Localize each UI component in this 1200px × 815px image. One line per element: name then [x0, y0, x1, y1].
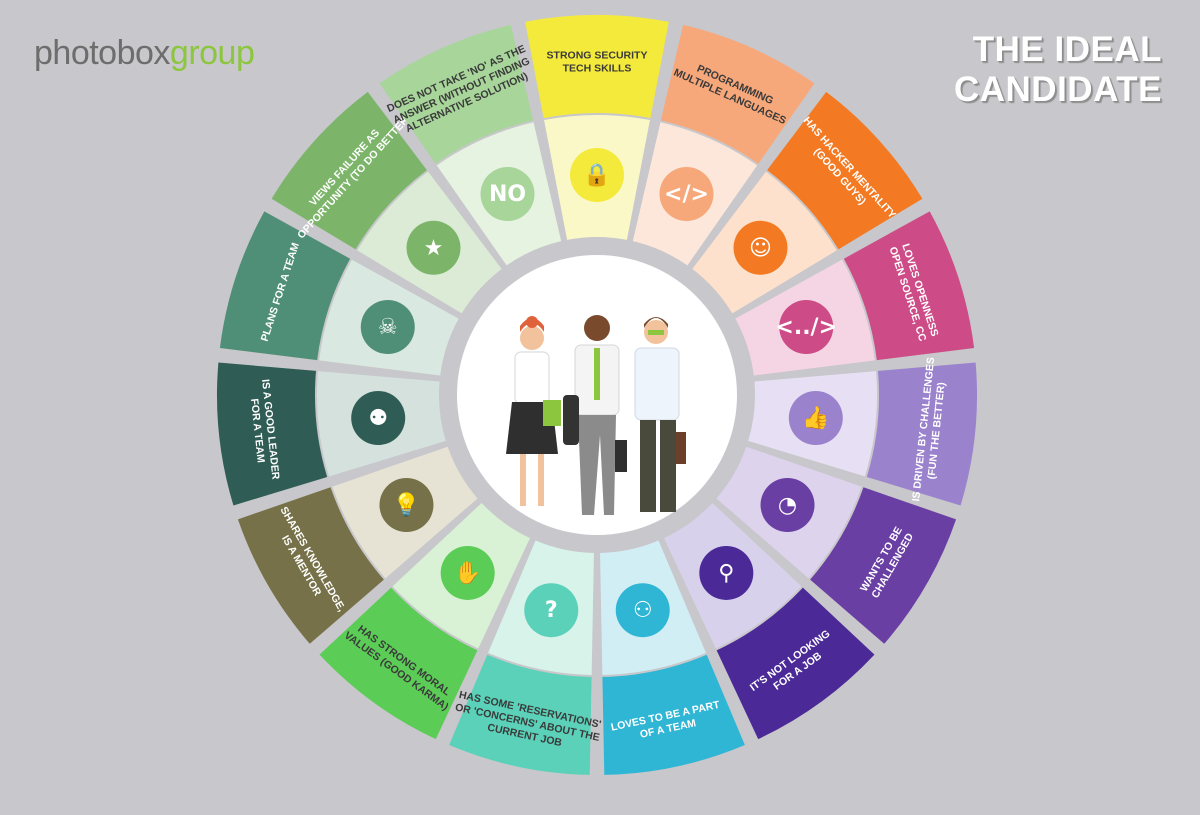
- segment-outer-band: [237, 487, 384, 644]
- segment-outer-band: [271, 91, 427, 250]
- svg-text:☺: ☺: [749, 236, 772, 261]
- title-line-2: CANDIDATE: [953, 70, 1162, 109]
- wheel-segment: ☺HAS HACKER MENTALITY(GOOD GUYS): [692, 91, 923, 314]
- lock-icon: 🔒: [570, 148, 624, 202]
- ghost-icon: ☺: [733, 220, 788, 275]
- svg-text:⚲: ⚲: [718, 561, 734, 586]
- segment-outer-band: [866, 362, 978, 506]
- svg-text:✋: ✋: [454, 560, 481, 586]
- wheel-segment: ☠PLANS FOR A TEAM: [219, 211, 459, 376]
- man-right-figure: [634, 317, 686, 512]
- svg-text:🔒: 🔒: [583, 163, 610, 188]
- svg-text:<../>: <../>: [775, 315, 837, 340]
- svg-text:⚉: ⚉: [368, 406, 388, 431]
- code-tag-icon: <../>: [775, 300, 837, 355]
- man-center-figure: [563, 315, 627, 515]
- wheel-segment: 💡SHARES KNOWLEDGE,IS A MENTOR: [237, 446, 478, 644]
- segment-label-line: TECH SKILLS: [563, 63, 632, 75]
- segment-outer-band: [449, 654, 592, 775]
- title-line-1: THE IDEAL: [972, 30, 1162, 69]
- wheel-segment: </>PROGRAMMINGMULTIPLE LANGUAGES: [632, 24, 815, 266]
- segment-outer-band: [217, 362, 328, 506]
- wheel-segment: 👍IS DRIVEN BY CHALLENGES(FUN THE BETTER): [748, 357, 978, 506]
- logo-text-group: group: [169, 34, 255, 72]
- people-icon: ⚉: [351, 390, 406, 445]
- wheel-segment: ⚲IT'S NOT LOOKINGFOR A JOB: [664, 502, 875, 740]
- segment-outer-band: [379, 24, 534, 164]
- lightbulb-icon: 💡: [379, 478, 434, 532]
- team-icon: ⚇: [615, 583, 670, 638]
- page-title: THE IDEAL CANDIDATE: [954, 30, 1162, 110]
- segment-outer-band: [810, 487, 957, 644]
- svg-text:?: ?: [545, 598, 558, 623]
- woman-figure: [506, 316, 561, 506]
- svg-text:👍: 👍: [802, 405, 829, 431]
- search-icon: ⚲: [699, 545, 754, 600]
- hand-icon: ✋: [440, 545, 495, 600]
- question-icon: ?: [524, 583, 579, 638]
- segment-outer-band: [219, 211, 351, 361]
- wheel-segment: <../>LOVES OPENNESSOPEN SOURCE, CC: [735, 211, 975, 376]
- segment-outer-band: [319, 587, 478, 740]
- logo-text-photobox: photobox: [34, 34, 170, 72]
- no-icon: NO: [480, 167, 535, 222]
- whistle-icon: ◔: [760, 478, 815, 532]
- svg-text:</>: </>: [664, 182, 709, 207]
- segment-outer-band: [660, 24, 815, 164]
- wheel-segment: ?HAS SOME 'RESERVATIONS'OR 'CONCERNS' AB…: [449, 540, 602, 775]
- thumbs-up-icon: 👍: [788, 390, 843, 445]
- photobox-logo: photoboxgroup: [34, 34, 255, 73]
- segment-outer-band: [843, 211, 975, 361]
- svg-text:⚇: ⚇: [633, 598, 653, 623]
- code-icon: </>: [659, 167, 714, 222]
- candidate-people-illustration: [506, 315, 686, 515]
- svg-text:NO: NO: [489, 182, 526, 207]
- segment-label-line: STRONG SECURITY: [547, 50, 648, 62]
- wheel-segment: ⚇LOVES TO BE A PARTOF A TEAM: [600, 540, 745, 775]
- wheel-segment: ⚉IS A GOOD LEADERFOR A TEAM: [217, 362, 446, 506]
- segment-outer-band: [767, 91, 923, 250]
- segment-outer-band: [716, 587, 875, 740]
- segment-outer-band: [525, 14, 669, 119]
- svg-text:☠: ☠: [378, 315, 398, 340]
- svg-text:★: ★: [424, 236, 444, 261]
- svg-text:💡: 💡: [393, 492, 420, 518]
- star-icon: ★: [406, 220, 461, 275]
- wheel-segment: ◔WANTS TO BECHALLENGED: [716, 446, 957, 644]
- svg-text:◔: ◔: [778, 493, 797, 518]
- segment-outer-band: [602, 654, 745, 775]
- bug-icon: ☠: [360, 300, 415, 355]
